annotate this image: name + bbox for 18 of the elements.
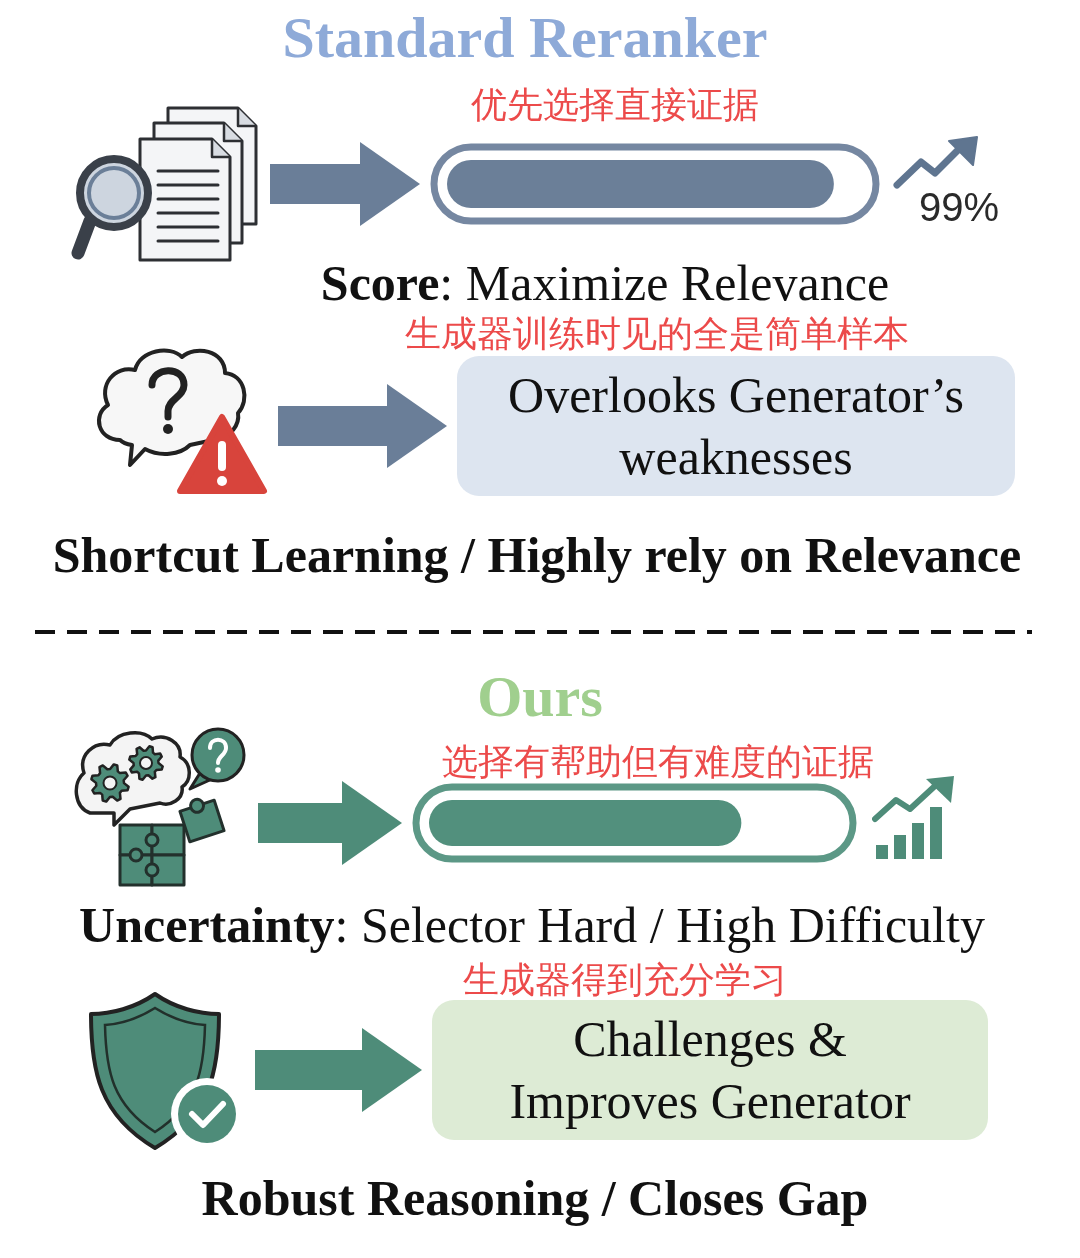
annotation-text: 选择有帮助但有难度的证据 — [442, 742, 874, 782]
block-arrow — [258, 781, 402, 865]
section-heading: Standard Reranker — [282, 6, 768, 70]
caption-text: Score: Maximize Relevance — [320, 255, 890, 311]
outcome-box: Overlooks Generator’s weaknesses — [457, 356, 1015, 496]
caption-text: Shortcut Learning / Highly rely on Relevance — [52, 527, 1022, 583]
outcome-box: Challenges & Improves Generator — [432, 1000, 988, 1140]
block-arrow — [270, 142, 420, 226]
annotation-text: 生成器训练时见的全是简单样本 — [405, 314, 909, 354]
document-search-icon — [70, 105, 260, 263]
block-arrow — [278, 384, 447, 468]
percentage-text: 99% — [918, 185, 1000, 229]
section-heading: Ours — [477, 665, 603, 729]
annotation-text: 优先选择直接证据 — [471, 85, 759, 125]
caption-text: Uncertainty: Selector Hard / High Difficulty — [79, 897, 985, 953]
caption-text: Robust Reasoning / Closes Gap — [201, 1170, 869, 1226]
annotation-text: 生成器得到充分学习 — [463, 960, 787, 1000]
block-arrow — [255, 1028, 422, 1112]
